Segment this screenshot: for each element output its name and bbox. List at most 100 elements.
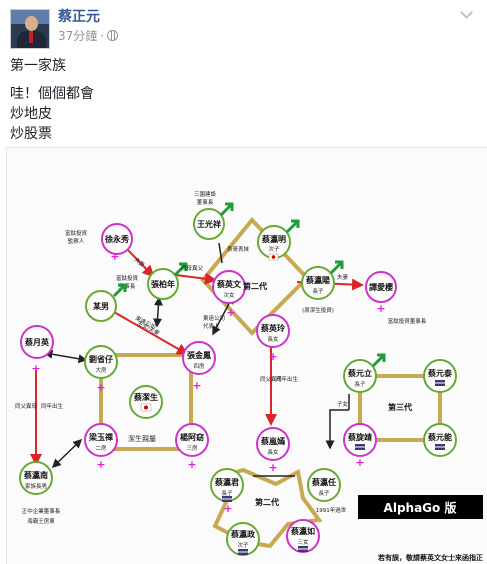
svg-text:蔡元泰: 蔡元泰 — [427, 368, 453, 378]
gen-second-bottom: 第二代 — [255, 497, 279, 507]
node-cai-yingling[interactable]: 蔡英玲 長女 + — [256, 314, 290, 363]
node-cai-yingjun[interactable]: 蔡瀛君 長子 + — [210, 468, 244, 515]
author-name[interactable]: 蔡正元 — [58, 9, 100, 25]
svg-text:蔡瀛南: 蔡瀛南 — [23, 470, 48, 480]
node-cai-yingren[interactable]: 蔡瀛任 長子 1991年過世 — [307, 468, 347, 514]
globe-icon — [107, 30, 119, 41]
svg-text:+: + — [96, 381, 105, 394]
svg-text:譚愛櫻: 譚愛櫻 — [369, 282, 393, 292]
post-header: 蔡正元 37分鐘 · — [0, 0, 487, 50]
svg-text:蔡潔生: 蔡潔生 — [133, 392, 158, 402]
svg-text:董事長: 董事長 — [119, 282, 136, 290]
post-line: 炒地皮 — [10, 106, 52, 122]
svg-text:楊阿窈: 楊阿窈 — [180, 432, 204, 442]
relation-mother-cousin: 同母異父 — [181, 265, 204, 272]
watermark-box — [358, 495, 483, 519]
svg-text:梁玉禪: 梁玉禪 — [88, 432, 113, 442]
svg-text:長女: 長女 — [267, 448, 279, 456]
relation-same-father-b: 同父異母 — [260, 376, 283, 383]
node-wang-guangxiang[interactable]: 王光祥 三園建設 董事長 — [193, 190, 234, 240]
svg-text:次子: 次子 — [268, 245, 280, 253]
svg-text:王光祥: 王光祥 — [197, 219, 221, 229]
svg-text:蔡月英: 蔡月英 — [24, 337, 50, 347]
relation-same-year-a: 同年出生 — [41, 402, 64, 410]
node-yang-ayao[interactable]: 楊阿窈 三房 + — [175, 423, 209, 471]
relation-same-father-a: 同父異母 — [15, 403, 38, 410]
node-cai-jiesheng[interactable]: 蔡潔生 — [129, 385, 163, 419]
node-mou-nan[interactable]: 某男 — [85, 283, 127, 322]
node-zhang-jinfeng[interactable]: 張金鳳 四房 + — [182, 341, 216, 392]
relation-husband-2: 夫妻 — [337, 273, 349, 281]
svg-text:長子: 長子 — [221, 490, 233, 497]
node-cai-yingwen[interactable]: 蔡英文 次女 + — [212, 270, 246, 319]
node-cai-xuanjing[interactable]: 蔡旋靖 + — [343, 423, 377, 469]
node-cai-yueying[interactable]: 蔡月英 + — [20, 325, 54, 375]
node-cai-hongyu[interactable]: 蔡嵐嫣 長女 + — [256, 427, 290, 474]
node-cai-yingru[interactable]: 蔡瀛如 三女 — [286, 519, 320, 553]
node-cai-yingnan[interactable]: 蔡瀛南 家族長男 正中企業董事長 海霸王房東 — [19, 461, 61, 525]
svg-text:長子: 長子 — [312, 288, 324, 295]
svg-text:+: + — [192, 379, 201, 392]
watermark: AlphaGo 版 — [384, 500, 457, 515]
svg-text:三女: 三女 — [297, 538, 309, 546]
node-cai-yingzheng[interactable]: 蔡瀛政 次子 — [226, 522, 260, 556]
svg-text:+: + — [110, 250, 119, 263]
svg-text:蔡瀛政: 蔡瀛政 — [230, 529, 255, 539]
node-liang-yuchan[interactable]: 梁玉禪 二房 + — [84, 423, 118, 471]
svg-text:富鈦投資董事長: 富鈦投資董事長 — [388, 317, 427, 325]
svg-text:監察人: 監察人 — [68, 237, 85, 245]
avatar[interactable] — [10, 9, 50, 49]
svg-text:+: + — [268, 350, 277, 363]
gen-third: 第三代 — [388, 402, 412, 412]
svg-text:張金鳳: 張金鳳 — [187, 350, 211, 360]
post-time[interactable]: 37分鐘 — [58, 29, 98, 43]
relation-child-female: 子女 — [337, 400, 349, 408]
svg-text:+: + — [355, 456, 364, 469]
svg-text:長子: 長子 — [354, 381, 366, 388]
dongyuan-label: 東遠公司 — [203, 314, 225, 322]
svg-text:蔡嵐嫣: 蔡嵐嫣 — [260, 436, 285, 446]
post-meta: 37分鐘 · — [58, 27, 119, 44]
svg-text:二房: 二房 — [95, 444, 107, 452]
gen-second-top: 第二代 — [243, 281, 267, 291]
svg-text:三園建設: 三園建設 — [194, 190, 217, 198]
chevron-down-icon[interactable] — [460, 6, 473, 19]
svg-text:蔡英玲: 蔡英玲 — [260, 323, 286, 333]
family-tree-image[interactable]: 徐永秀 + 富鈦投資 監察人 張柏年 富鈦投資 董事長 王光祥 三園建設 董事長… — [6, 147, 487, 564]
post-line: 哇！個個都會 — [10, 86, 94, 102]
node-cai-yingming[interactable]: 蔡瀛明 次子 — [257, 219, 300, 261]
svg-text:劉省仔: 劉省仔 — [89, 354, 113, 364]
svg-text:+: + — [268, 461, 277, 474]
svg-text:(原潔生投資): (原潔生投資) — [302, 306, 334, 314]
xu-yongxiu-label: 徐永秀 — [104, 234, 130, 244]
svg-text:+: + — [96, 458, 105, 471]
relation-same-year-b: 同年出生 — [276, 375, 299, 383]
node-xu-yongxiu[interactable]: 徐永秀 + 富鈦投資 監察人 — [65, 223, 133, 263]
third-gen-frame — [358, 374, 442, 442]
node-tan-aiying[interactable]: 譚愛櫻 + 富鈦投資董事長 — [365, 271, 427, 325]
node-cai-yuanli[interactable]: 蔡元立 長子 — [343, 353, 386, 393]
post-line: 第一家族 — [10, 58, 66, 74]
svg-text:蔡旋靖: 蔡旋靖 — [347, 432, 372, 442]
node-cai-yingyang[interactable]: 蔡瀛陽 長子 (原潔生投資) — [301, 260, 344, 314]
svg-text:長女: 長女 — [267, 335, 279, 343]
node-zhang-bonian[interactable]: 張柏年 富鈦投資 董事長 — [116, 262, 188, 300]
house-frame — [99, 353, 193, 451]
node-cai-yuanneng[interactable]: 蔡元能 — [423, 423, 457, 457]
svg-text:蔡元立: 蔡元立 — [347, 368, 372, 378]
node-liu-shengzi[interactable]: 劉省仔 大房 + — [84, 345, 118, 394]
svg-text:+: + — [226, 306, 235, 319]
svg-text:大房: 大房 — [95, 366, 107, 374]
svg-text:+: + — [376, 302, 385, 315]
svg-text:代表人: 代表人 — [203, 322, 220, 330]
svg-text:富鈦投資: 富鈦投資 — [65, 229, 88, 237]
svg-text:蔡瀛君: 蔡瀛君 — [214, 477, 239, 487]
svg-text:家族長男: 家族長男 — [25, 482, 47, 490]
svg-text:正中企業董事長: 正中企業董事長 — [22, 507, 61, 515]
svg-text:次子: 次子 — [237, 541, 249, 549]
svg-text:富鈦投資: 富鈦投資 — [116, 274, 139, 282]
node-cai-yuantai[interactable]: 蔡元泰 — [423, 359, 457, 393]
svg-text:四房: 四房 — [193, 362, 205, 370]
svg-text:蔡瀛如: 蔡瀛如 — [290, 526, 315, 536]
svg-text:+: + — [31, 362, 40, 375]
